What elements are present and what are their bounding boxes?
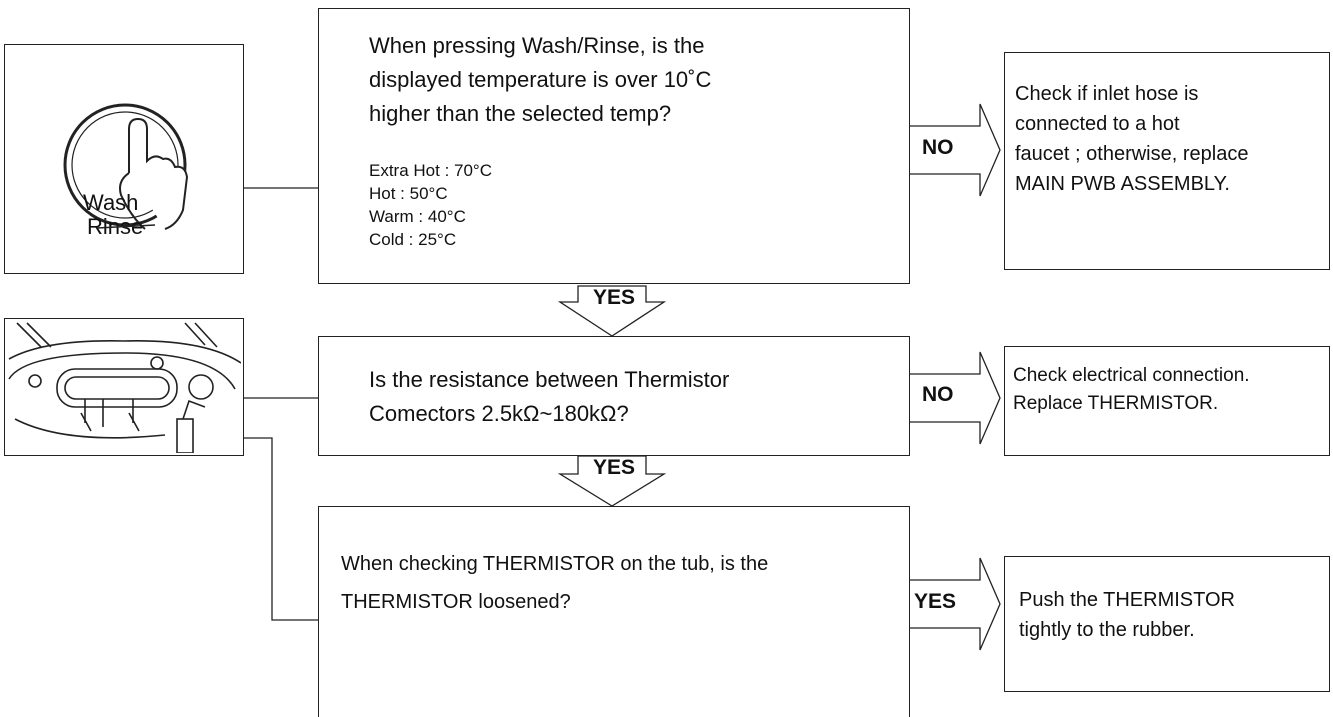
a2-line-1: Check electrical connection. <box>1013 365 1250 386</box>
q1-line-3: higher than the selected temp? <box>369 101 672 126</box>
a2-line-2: Replace THERMISTOR. <box>1013 393 1219 414</box>
q1-line-2: displayed temperature is over 10˚C <box>369 67 712 92</box>
finger-press-button-icon: Wash Rinse <box>63 103 189 239</box>
q2-line-2: Comectors 2.5kΩ~180kΩ? <box>369 401 629 426</box>
temp-extra-hot: Extra Hot : 70°C <box>369 161 493 180</box>
question-box-3: When checking THERMISTOR on the tub, is … <box>318 506 910 717</box>
button-label-wash: Wash <box>83 190 138 215</box>
a1-line-2: connected to a hot <box>1015 113 1180 135</box>
a1-line-3: faucet ; otherwise, replace <box>1015 143 1249 165</box>
a3-line-2: tightly to the rubber. <box>1019 619 1195 641</box>
arrow-yes-down-2 <box>557 455 667 507</box>
temp-hot: Hot : 50°C <box>369 184 448 203</box>
q3-line-1: When checking THERMISTOR on the tub, is … <box>341 553 769 575</box>
label-no-2: NO <box>922 383 954 406</box>
q3-line-2: THERMISTOR loosened? <box>341 591 571 613</box>
answer-box-1: Check if inlet hose is connected to a ho… <box>1004 52 1330 270</box>
arrow-no-2 <box>908 351 1001 445</box>
arrow-yes-down-1 <box>557 285 667 337</box>
arrow-yes-side <box>908 557 1001 651</box>
temp-warm: Warm : 40°C <box>369 207 466 226</box>
q2-line-1: Is the resistance between Thermistor <box>369 367 730 392</box>
label-yes-side: YES <box>914 590 957 613</box>
heater-thermistor-illustration <box>4 318 244 456</box>
wash-rinse-button-illustration: Wash Rinse <box>4 44 244 274</box>
answer-box-2: Check electrical connection. Replace THE… <box>1004 346 1330 456</box>
label-no-1: NO <box>922 136 954 159</box>
label-yes-down-2: YES <box>593 456 636 479</box>
q1-line-1: When pressing Wash/Rinse, is the <box>369 33 705 58</box>
arrow-no-1 <box>908 103 1001 197</box>
answer-box-3: Push the THERMISTOR tightly to the rubbe… <box>1004 556 1330 692</box>
temp-cold: Cold : 25°C <box>369 230 457 249</box>
question-box-2: Is the resistance between Thermistor Com… <box>318 336 910 456</box>
heater-thermistor-icon <box>8 322 242 454</box>
question-box-1: When pressing Wash/Rinse, is the display… <box>318 8 910 284</box>
a3-line-1: Push the THERMISTOR <box>1019 589 1235 611</box>
a1-line-1: Check if inlet hose is <box>1015 83 1199 105</box>
a1-line-4: MAIN PWB ASSEMBLY. <box>1015 173 1230 195</box>
label-yes-down-1: YES <box>593 286 636 309</box>
connector-heater-to-q3 <box>244 437 318 621</box>
